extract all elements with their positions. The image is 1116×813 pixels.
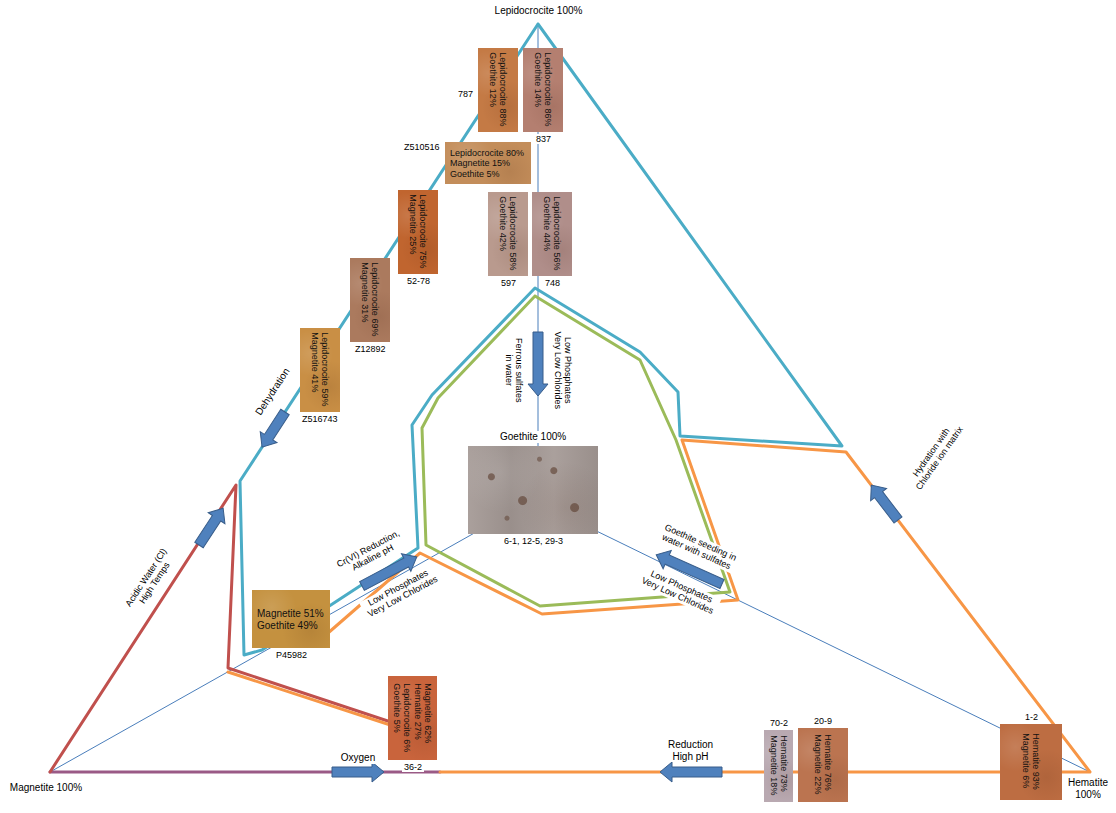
rust-photo: Lepidocrocite 59% Magnetite 41% bbox=[300, 328, 340, 412]
rust-photo: Magnetite 51% Goethite 49% bbox=[252, 590, 330, 648]
sample-id: 597 bbox=[499, 278, 518, 288]
composition-text: Hematite 73% Magnetite 18% bbox=[769, 735, 790, 797]
composition-text: Lepidocrocite 56% Goethite 44% bbox=[542, 196, 563, 272]
process-arrow bbox=[528, 332, 548, 396]
rust-photo bbox=[468, 446, 598, 534]
sample-id: Z12892 bbox=[353, 344, 388, 354]
sample-id: 70-2 bbox=[768, 718, 790, 728]
rust-photo: Lepidocrocite 80% Magnetite 15% Goethite… bbox=[445, 142, 531, 184]
rust-photo: Magnetite 62% Hematite 27% Lepidocrocite… bbox=[388, 676, 437, 760]
annotation-label: Goethite seeding in water with sulfates bbox=[656, 521, 740, 574]
rust-photo: Lepidocrocite 88% Goethite 12% bbox=[478, 48, 518, 132]
process-arrow bbox=[863, 479, 906, 526]
annotation-label: Dehydration bbox=[252, 364, 294, 420]
annotation-label: Reduction High pH bbox=[665, 739, 716, 762]
sample-id: 36-2 bbox=[402, 762, 424, 772]
rust-photo: Hematite 76% Magnetite 22% bbox=[798, 728, 848, 802]
sample-box: Lepidocrocite 75% Magnetite 25% 52-78 bbox=[398, 190, 438, 286]
composition-text: Lepidocrocite 86% Goethite 14% bbox=[533, 52, 554, 128]
annotation-label: Magnetite 100% bbox=[7, 782, 85, 794]
composition-text: Lepidocrocite 69% Magnetite 31% bbox=[360, 262, 381, 338]
sample-box: Lepidocrocite 56% Goethite 44% 748 bbox=[532, 192, 572, 288]
annotation-label: Cr(VI) Reduction, Alkaline pH bbox=[333, 527, 409, 580]
sample-id: 837 bbox=[534, 134, 553, 144]
composition-text: Lepidocrocite 58% Goethite 42% bbox=[498, 196, 519, 272]
rust-photo: Lepidocrocite 69% Magnetite 31% bbox=[350, 258, 390, 342]
process-arrow bbox=[191, 503, 232, 551]
sample-box: Hematite 76% Magnetite 22% 20-9 bbox=[798, 716, 848, 802]
sample-box: Hematite 93% Magnetite 6% 1-2 bbox=[1000, 712, 1062, 800]
composition-text: Magnetite 51% Goethite 49% bbox=[257, 608, 325, 631]
sample-box: Goethite 100% 6-1, 12-5, 29-3 bbox=[468, 431, 598, 546]
annotation-label: Acidic Water (Cl) High Temps bbox=[122, 544, 179, 616]
region-outline bbox=[422, 296, 730, 606]
rust-photo: Lepidocrocite 56% Goethite 44% bbox=[532, 192, 572, 276]
sample-box: Lepidocrocite 88% Goethite 12% 787 bbox=[456, 48, 518, 132]
sample-box: Lepidocrocite 69% Magnetite 31% Z12892 bbox=[350, 258, 390, 354]
process-arrow bbox=[660, 762, 722, 782]
annotation-label: Ferrous sulfates in water bbox=[504, 335, 525, 405]
composition-text: Lepidocrocite 59% Magnetite 41% bbox=[310, 332, 331, 408]
sample-id: 6-1, 12-5, 29-3 bbox=[502, 536, 565, 546]
phase-heading: Goethite 100% bbox=[498, 431, 568, 443]
region-outline bbox=[320, 440, 1090, 772]
annotation-label: Low Phosphates Very Low Chlorides bbox=[552, 329, 573, 412]
composition-text: Lepidocrocite 88% Goethite 12% bbox=[488, 52, 509, 128]
sample-id: 52-78 bbox=[405, 276, 432, 286]
rust-photo: Hematite 73% Magnetite 18% bbox=[764, 730, 793, 802]
sample-box: Lepidocrocite 59% Magnetite 41% Z516743 bbox=[300, 328, 340, 424]
composition-text: Lepidocrocite 75% Magnetite 25% bbox=[408, 194, 429, 270]
process-arrow bbox=[332, 762, 384, 782]
rust-photo: Lepidocrocite 58% Goethite 42% bbox=[488, 192, 528, 276]
sample-id: P45982 bbox=[274, 650, 309, 660]
region-outline bbox=[240, 24, 842, 655]
annotation-label: Hydration with Chloride ion matrix bbox=[904, 416, 967, 494]
annotation-label: Lepidocrocite 100% bbox=[492, 5, 585, 17]
sample-box: Magnetite 62% Hematite 27% Lepidocrocite… bbox=[388, 676, 437, 772]
sample-id: 787 bbox=[456, 89, 475, 99]
sample-id: 20-9 bbox=[812, 716, 834, 726]
composition-text: Lepidocrocite 80% Magnetite 15% Goethite… bbox=[450, 148, 526, 179]
annotation-label: Low Phosphates Very Low Chlorides bbox=[637, 565, 721, 618]
rust-photo: Lepidocrocite 86% Goethite 14% bbox=[523, 48, 563, 132]
composition-text: Hematite 76% Magnetite 22% bbox=[813, 734, 834, 796]
composition-text: Magnetite 62% Hematite 27% Lepidocrocite… bbox=[392, 683, 433, 754]
sample-id: 748 bbox=[543, 278, 562, 288]
median-line bbox=[50, 500, 533, 772]
sample-id: Z516743 bbox=[300, 414, 340, 424]
composition-text: Hematite 93% Magnetite 6% bbox=[1021, 733, 1042, 791]
annotation-label: Hematite 100% bbox=[1065, 777, 1111, 800]
annotation-label: Low Phosphates Very Low Chlorides bbox=[359, 564, 442, 621]
sample-id: Z510516 bbox=[402, 142, 442, 152]
sample-id: 1-2 bbox=[1023, 712, 1040, 722]
rust-photo: Hematite 93% Magnetite 6% bbox=[1000, 724, 1062, 800]
sample-box: Lepidocrocite 58% Goethite 42% 597 bbox=[488, 192, 528, 288]
sample-box: Lepidocrocite 86% Goethite 14% 837 bbox=[523, 48, 563, 144]
sample-box: Hematite 73% Magnetite 18% 70-2 bbox=[764, 718, 793, 802]
sample-box: Lepidocrocite 80% Magnetite 15% Goethite… bbox=[402, 142, 531, 184]
sample-box: Magnetite 51% Goethite 49% P45982 bbox=[252, 590, 330, 660]
rust-photo: Lepidocrocite 75% Magnetite 25% bbox=[398, 190, 438, 274]
annotation-label: Oxygen bbox=[338, 752, 378, 764]
